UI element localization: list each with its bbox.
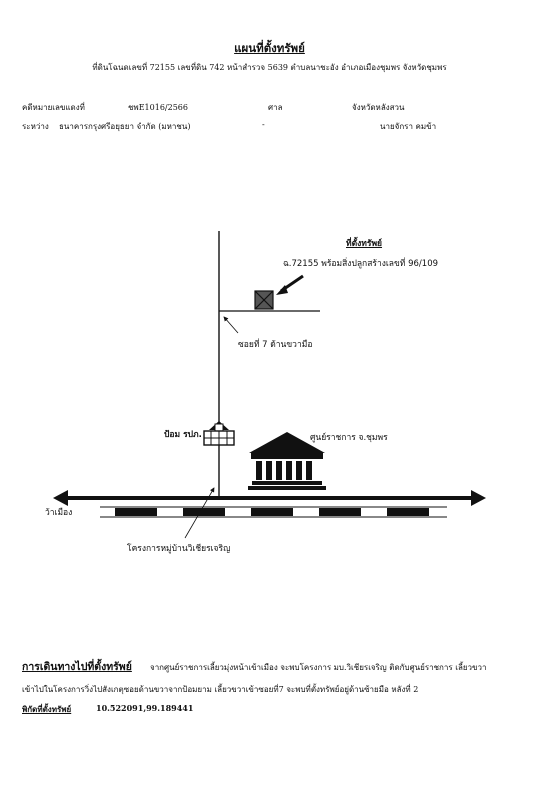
party-separator: - [262,120,265,129]
city-direction-label: ว้าเมือง [45,508,73,518]
plaintiff-name: ธนาคารกรุงศรีอยุธยา จำกัด (มหาชน) [59,122,191,131]
court-label: ศาล [268,103,283,112]
between-label: ระหว่าง [22,122,49,131]
court-name: จังหวัดหลังสวน [352,103,405,112]
property-heading: ที่ตั้งทรัพย์ [346,239,383,249]
coordinates-label: พิกัดที่ตั้งทรัพย์ [22,704,72,714]
directions-line-2: เข้าไปในโครงการวิ่งไปสังเกตุซอยด้านขวาจา… [22,685,419,694]
guard-post-label: ป้อม รปภ. [164,430,202,440]
coordinates-value: 10.522091,99.189441 [96,703,194,713]
village-label: โครงการหมู่บ้านวิเชียรเจริญ [127,544,231,554]
document-subtitle: ที่ดินโฉนดเลขที่ 72155 เลขที่ดิน 742 หน้… [92,63,447,72]
directions-line-1: จากศูนย์ราชการเลี้ยวมุ่งหน้าเข้าเมือง จะ… [150,663,487,672]
case-number: ชพE1016/2566 [128,103,188,112]
case-label: คดีหมายเลขแดงที่ [22,103,85,112]
property-marker-icon [254,290,274,310]
government-center-icon [248,432,326,490]
soi-label: ซอยที่ 7 ด้านขวามือ [238,340,313,350]
defendant-name: นายจักรา คมข้า [380,122,437,131]
railway-track [100,506,447,518]
document-title: แผนที่ตั้งทรัพย์ [234,41,305,55]
village-arrow-icon [184,487,215,539]
directions-label: การเดินทางไปที่ตั้งทรัพย์ [22,661,132,673]
property-description: ฉ.72155 พร้อมสิ่งปลูกสร้างเลขที่ 96/109 [283,259,439,269]
government-center-label: ศูนย์ราชการ จ.ชุมพร [310,433,388,443]
soi-arrow-icon [223,316,239,334]
main-road [53,490,486,506]
guard-post-icon [203,421,235,446]
